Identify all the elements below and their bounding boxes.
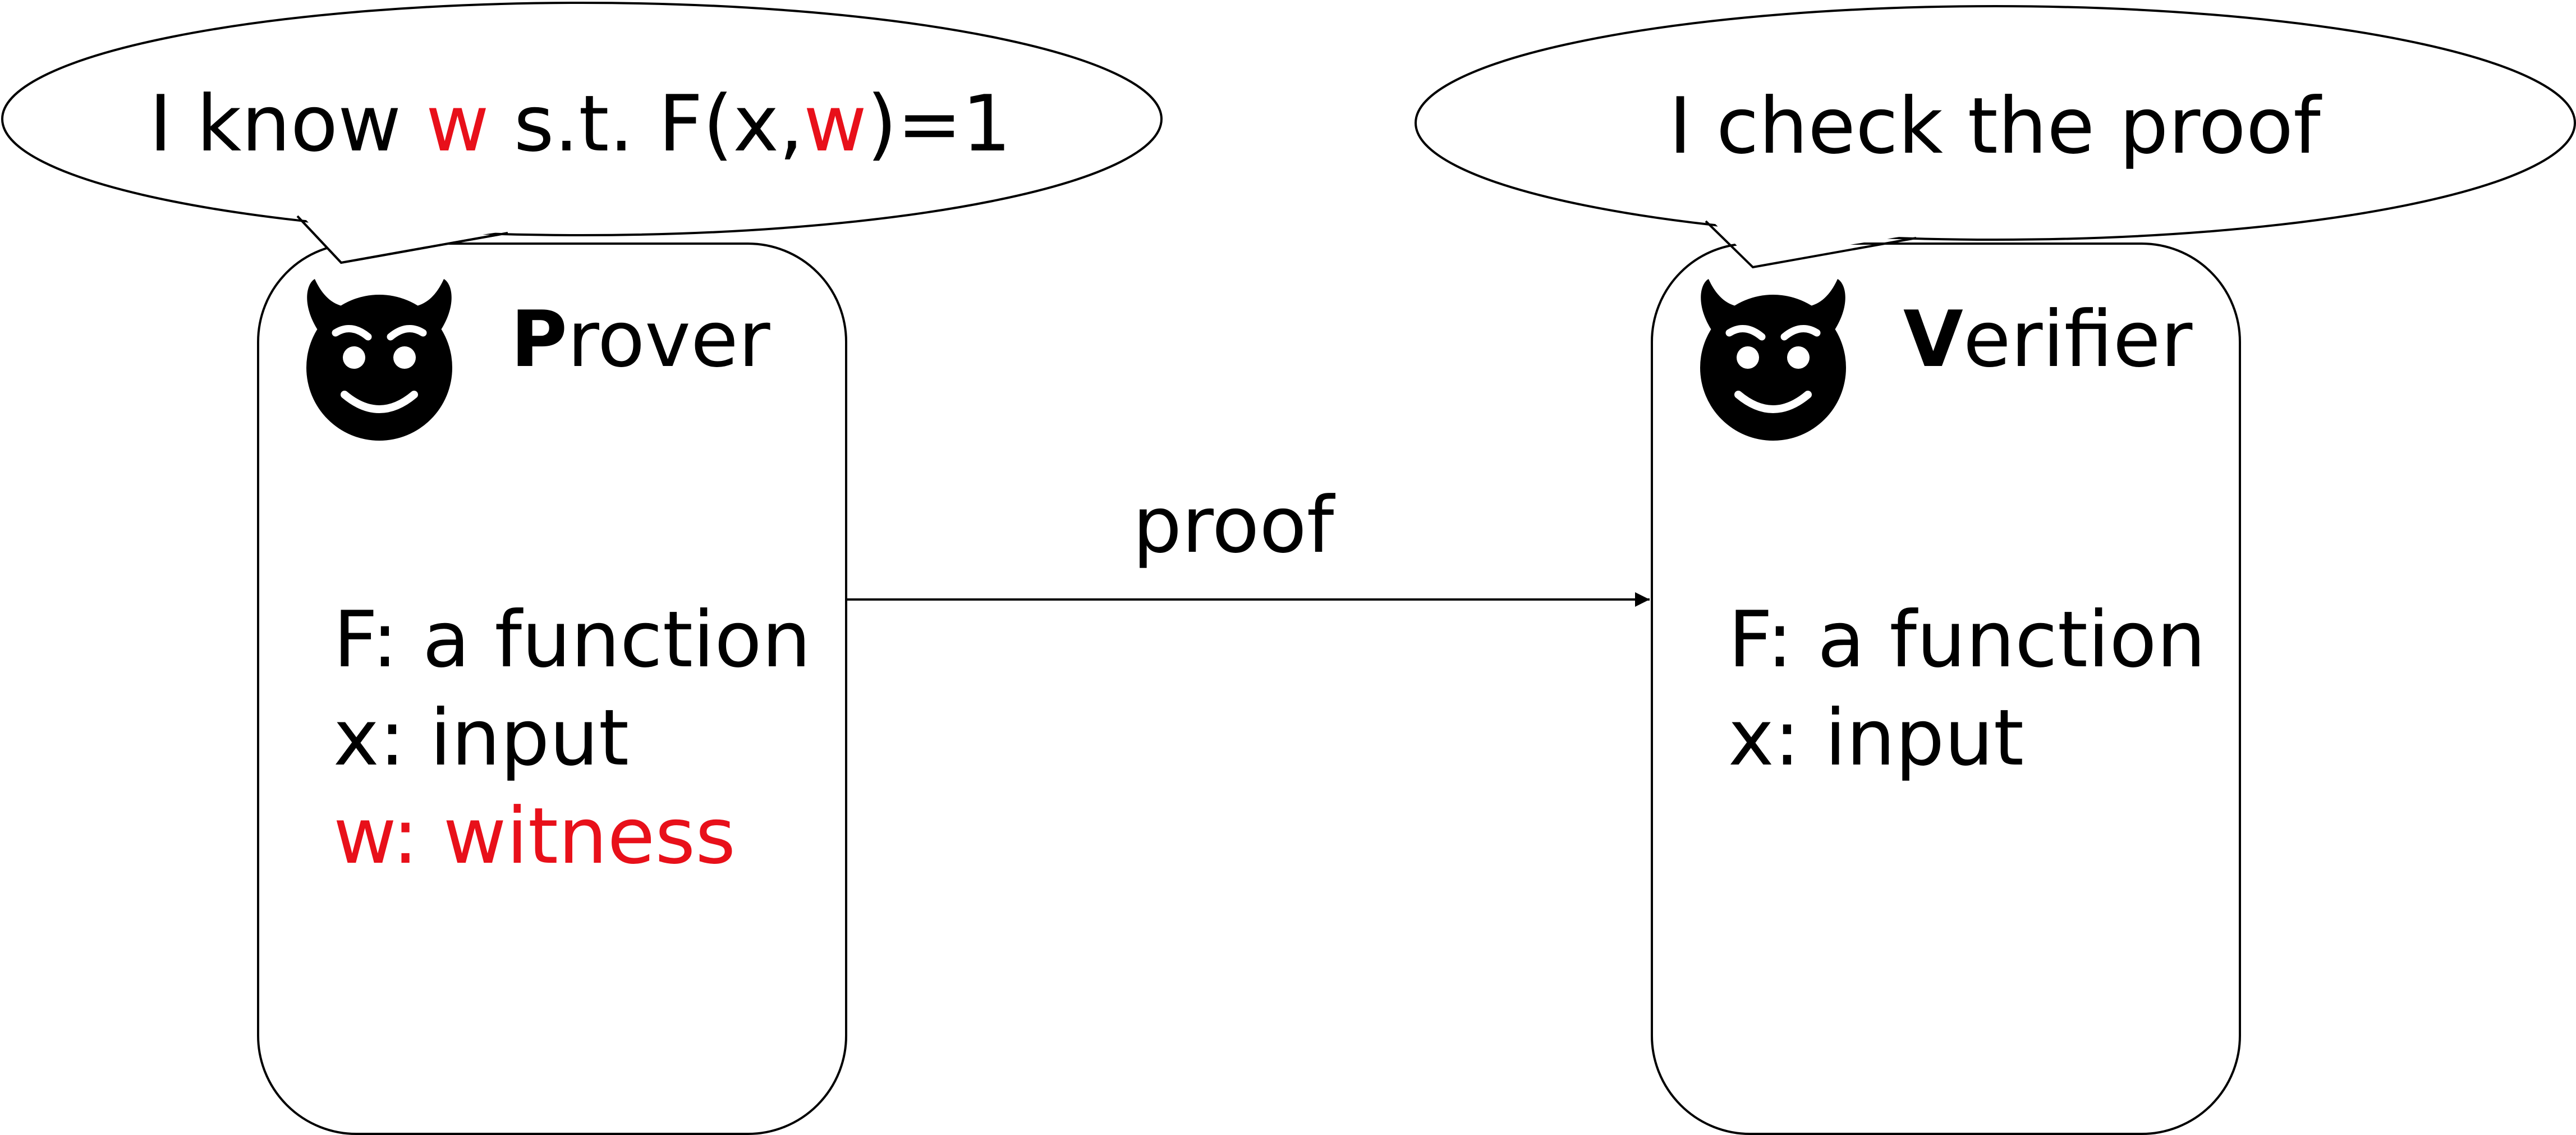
verifier-speech-text: I check the proof (1669, 81, 2322, 171)
smiling-devil-icon (306, 279, 452, 441)
verifier-speech-bubble: I check the proof (1415, 5, 2576, 269)
prover-title-rest: rover (567, 294, 770, 385)
proof-arrow: proof (847, 480, 1650, 607)
verifier-title: Verifier (1903, 294, 2193, 385)
verifier-bubble-ellipse (1415, 5, 2576, 241)
verifier-title-initial: V (1903, 294, 1963, 385)
prover-speech-part1: I know (149, 79, 426, 169)
prover-speech-var1: w (426, 79, 489, 169)
smiling-devil-icon (1700, 279, 1846, 441)
proof-arrow-label: proof (1133, 480, 1336, 570)
prover-speech-text: I know w s.t. F(x,w)=1 (149, 79, 1011, 169)
prover-panel: I know w s.t. F(x,w)=1 Prover F: a funct… (1, 2, 1163, 1135)
prover-speech-part2: s.t. F(x, (489, 79, 803, 169)
verifier-box (1651, 242, 2241, 1135)
prover-box (257, 242, 847, 1135)
prover-item-function: F: a function (333, 594, 811, 685)
verifier-panel: I check the proof Verifier F: a function… (1415, 5, 2576, 1135)
prover-item-witness: w: witness (333, 791, 736, 881)
verifier-item-input: x: input (1728, 693, 2024, 783)
verifier-title-rest: erifier (1963, 294, 2193, 385)
verifier-bubble-tail-edges (1705, 220, 1917, 269)
prover-title: Prover (511, 294, 770, 385)
prover-item-input: x: input (333, 693, 629, 783)
prover-speech-part3: )=1 (867, 79, 1011, 169)
verifier-bubble-tail-cover (1711, 220, 1913, 260)
prover-title-initial: P (511, 294, 567, 385)
verifier-item-function: F: a function (1728, 594, 2206, 685)
prover-speech-var2: w (803, 79, 867, 169)
prover-speech-bubble: I know w s.t. F(x,w)=1 (1, 2, 1163, 264)
prover-bubble-ellipse (1, 2, 1163, 236)
prover-bubble-tail-edges (296, 215, 508, 264)
prover-bubble-tail-cover (303, 217, 505, 256)
